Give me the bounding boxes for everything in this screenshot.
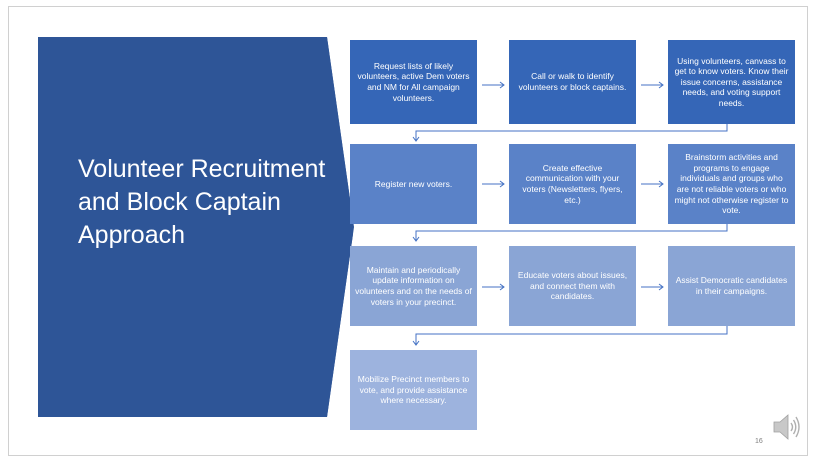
step-10-box: Mobilize Precinct members to vote, and p… [350,350,477,430]
step-3-box: Using volunteers, canvass to get to know… [668,40,795,124]
step-8-box: Educate voters about issues, and connect… [509,246,636,326]
step-1-box: Request lists of likely volunteers, acti… [350,40,477,124]
step-6-box: Brainstorm activities and programs to en… [668,144,795,224]
arrow-9-10 [415,326,728,345]
step-4-box: Register new voters. [350,144,477,224]
page-number: 16 [755,438,763,445]
slide: Volunteer Recruitment and Block Captain … [8,6,808,456]
step-5-box: Create effective communication with your… [509,144,636,224]
arrow-head [412,136,420,142]
arrow-head [412,236,420,242]
step-7-box: Maintain and periodically update informa… [350,246,477,326]
arrow-head [499,81,505,89]
title-panel: Volunteer Recruitment and Block Captain … [38,37,353,417]
arrow-head [658,180,664,188]
arrow-head [412,340,420,346]
arrow-head [658,283,664,291]
arrow-3-4 [415,124,728,141]
step-9-box: Assist Democratic candidates in their ca… [668,246,795,326]
arrow-head [658,81,664,89]
speaker-icon[interactable] [772,411,802,443]
arrow-6-7 [415,223,728,241]
arrow-head [499,283,505,291]
arrow-head [499,180,505,188]
slide-title: Volunteer Recruitment and Block Captain … [78,155,326,249]
step-2-box: Call or walk to identify volunteers or b… [509,40,636,124]
